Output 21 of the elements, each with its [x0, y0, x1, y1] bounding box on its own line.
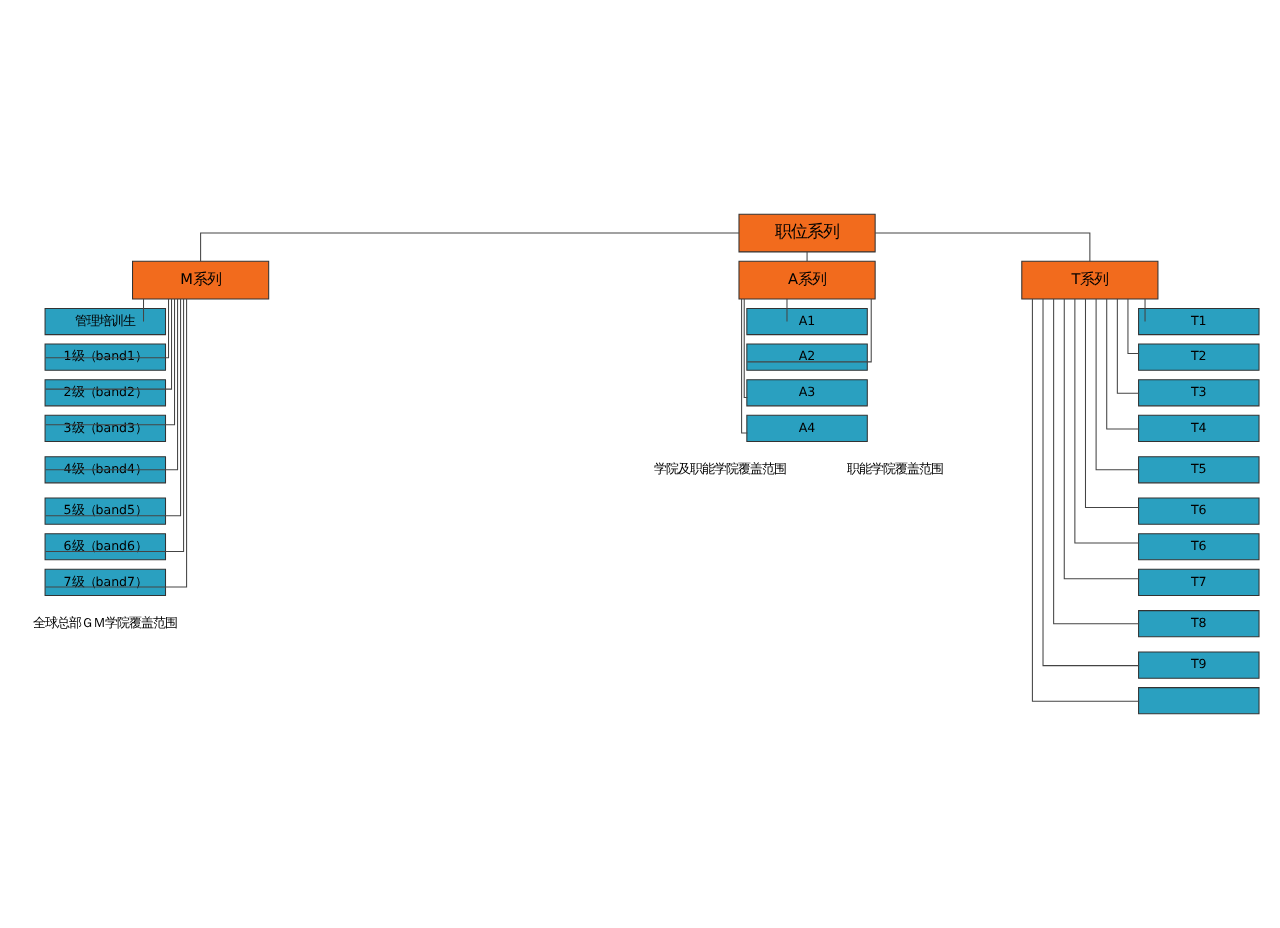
connector	[1063, 298, 1140, 580]
connector	[1127, 298, 1140, 355]
connector	[746, 298, 872, 363]
node-box: 职位系列	[738, 213, 876, 253]
connector	[1084, 298, 1140, 508]
connector	[743, 298, 748, 398]
node-box	[1138, 687, 1260, 715]
connector	[1074, 298, 1140, 544]
connector	[1031, 298, 1140, 702]
connector	[200, 232, 740, 262]
connector	[874, 232, 1091, 262]
connector	[1042, 298, 1140, 667]
connector	[1095, 298, 1140, 471]
connector	[1106, 298, 1140, 430]
connector	[1116, 298, 1140, 394]
connector	[741, 298, 748, 434]
connector	[1144, 298, 1146, 323]
connector	[786, 298, 788, 323]
connector	[806, 251, 808, 262]
connector	[1053, 298, 1140, 625]
connector	[143, 298, 145, 323]
